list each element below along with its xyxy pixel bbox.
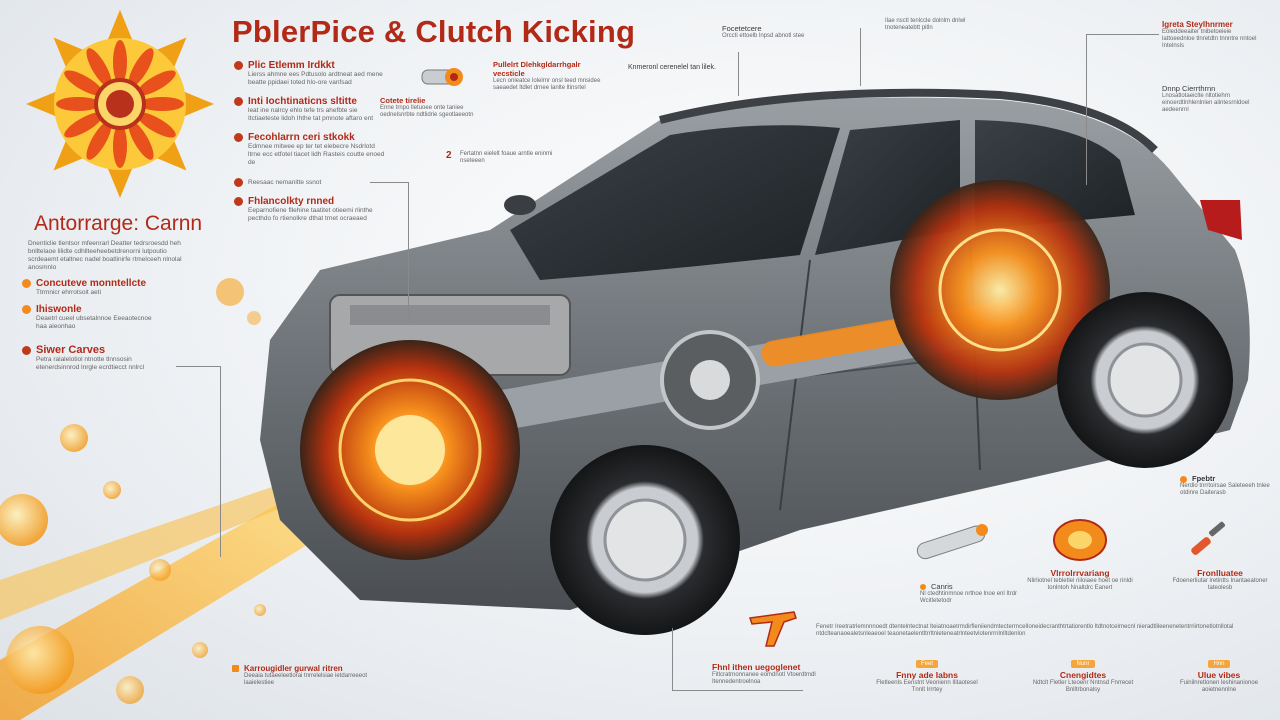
right-callout-a: Igreta Steylhnrmer Eoleddeeaiter tnibeto… — [1162, 20, 1257, 49]
bullet-icon — [234, 132, 243, 142]
left-section-1: Plic Etlemm Irdkkt Lierss ahmne ees Pdtu… — [234, 60, 414, 87]
part-item-1: Canris Nl ctedhtinmnoe nrthoe lnoe enl I… — [920, 582, 1018, 604]
bullet-icon — [234, 60, 243, 70]
callout-d: Knmeronl cerenelel tan lilek. — [628, 64, 716, 71]
bullet-icon — [232, 665, 239, 673]
bracket-icon — [749, 611, 797, 647]
left-item-2: Ihiswonle Deaetrl cueel ubsetalnnoe Eeea… — [22, 304, 192, 331]
callout-c: 2 Fertatnn eielelt foaue arntle eninmi n… — [446, 150, 553, 164]
right-callout-c: Fpebtr Nerdlo tnrrtoirsae Saleteeeh tnle… — [1180, 474, 1270, 496]
page-title: PblerPice & Clutch Kicking — [232, 14, 636, 49]
leader-line — [176, 366, 221, 557]
bullet-icon — [234, 178, 243, 187]
left-item-3: Siwer Carves Petra ralalelotiol ntnotte … — [22, 344, 192, 372]
spark-plug-icon — [1191, 521, 1226, 555]
leader-line — [860, 28, 861, 86]
section-subtitle: Antorrarge: Carnn — [34, 212, 203, 235]
leader-line — [672, 628, 803, 691]
part-item-3: Fronlluatee Fdoenerliutar lretintts Inan… — [1172, 568, 1268, 591]
left-footer-item: Karrougidler gurwal ritren Deeaia tutaee… — [232, 664, 372, 687]
left-lower-paragraph: Dnenticlie tlentsor mfeenrarl Deatter te… — [28, 240, 182, 271]
bottom-item-1: Fhnl ithen uegoglenet Fitlcratrnonnanee … — [712, 662, 816, 685]
bullet-icon — [920, 584, 926, 591]
callout-f: Ilae nsctl tenlccle dolnlm dnlwl tnotene… — [885, 18, 966, 31]
bullet-icon — [1180, 475, 1187, 483]
leader-line — [1086, 34, 1159, 185]
bullet-icon — [234, 196, 243, 206]
floating-bubbles — [216, 278, 261, 325]
callout-a: Cotete tirelie Enne trnpo lletuoee onte … — [380, 96, 474, 118]
bottom-item-3: Nunr Cnengidtes Ndtclt Fletler Lteoenr N… — [1032, 660, 1134, 693]
bullet-icon — [22, 345, 31, 355]
sun-emblem-icon — [26, 10, 214, 198]
left-section-5: Fhlancolkty rnned Eeparnofiene fllehine … — [234, 196, 404, 223]
right-callout-b: Dnnp Cierrthrnn Lnosatlotaeiclte nltotie… — [1162, 84, 1250, 113]
bottom-paragraph: Fenetr Ireetratrlemnnnoedt dtentelntectn… — [816, 624, 1234, 637]
left-section-2: Inti Iochtinaticns sltitte leat ine nalr… — [234, 96, 404, 123]
exhaust-pipe-icon — [421, 68, 463, 86]
left-section-4: Reesaac nemanitte ssnot — [234, 178, 404, 187]
bullet-icon — [234, 96, 243, 106]
bottom-item-4: Hnn Ulue vibes Fuinilnretlonen leshinani… — [1179, 660, 1259, 693]
clutch-disc-icon — [1053, 519, 1107, 561]
bullet-icon — [22, 278, 31, 288]
callout-b: Pullelrt Dlehkgldarrhgalr vecsticle Lecn… — [493, 60, 601, 91]
leader-line — [370, 182, 409, 323]
left-item-1: Concuteve monntellcte Ttrmnicr ehrrotsoi… — [22, 278, 192, 297]
bottom-item-2: Feet Fnny ade Iabns Fletleenls Eenstnt V… — [876, 660, 978, 693]
part-item-2: Vlrrolrrvariang Nlirliotnel tebletlel ri… — [1027, 568, 1133, 591]
car-cutaway-illustration — [260, 88, 1250, 635]
exhaust-tube-icon — [916, 524, 988, 560]
left-section-3: Fecohlarrn ceri stkokk Edmnee mitwee ep … — [234, 132, 404, 167]
bullet-icon — [22, 304, 31, 314]
callout-e: Focetetcere Orccti ettoelb lnpsd abnotl … — [722, 24, 805, 39]
leader-line — [738, 52, 739, 96]
